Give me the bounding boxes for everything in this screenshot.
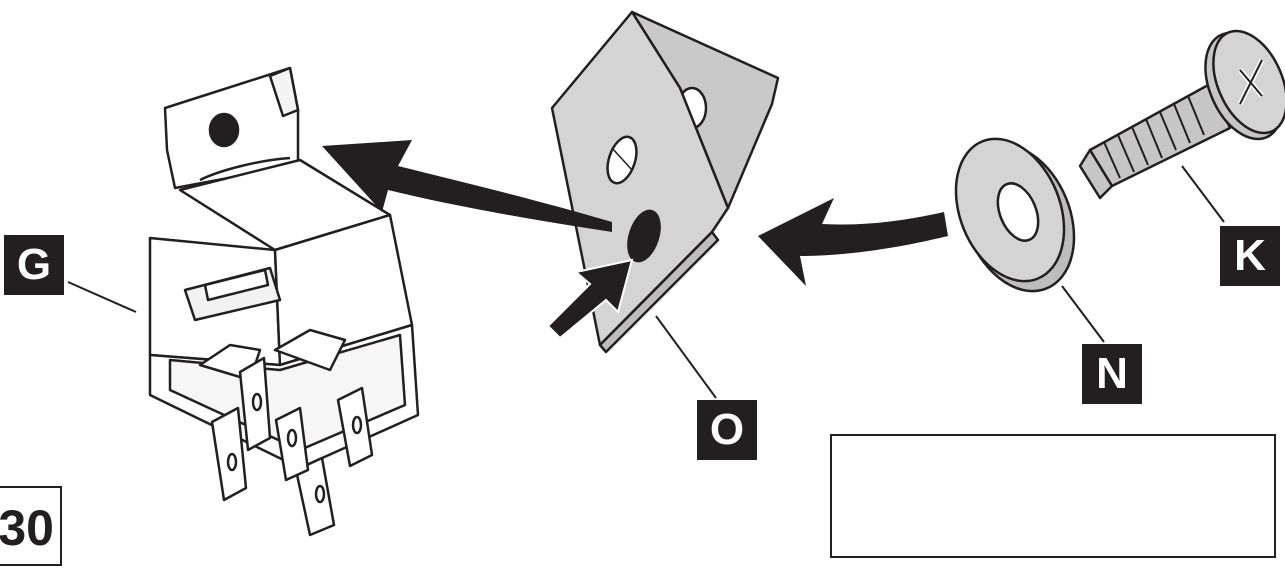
part-label-g: G xyxy=(4,235,64,295)
arrow-to-bracket xyxy=(758,198,948,286)
washer-illustration xyxy=(936,123,1095,308)
part-label-n: N xyxy=(1082,344,1142,404)
part-label-o: O xyxy=(697,400,757,460)
screw-illustration xyxy=(1080,20,1285,198)
leader-line-n xyxy=(1062,286,1104,342)
tool-requirement-box xyxy=(830,434,1276,558)
leader-line-k xyxy=(1182,166,1224,222)
leader-line-o xyxy=(656,316,716,398)
part-label-k: K xyxy=(1220,226,1280,286)
step-number-box: 30 xyxy=(0,486,62,566)
relay-illustration xyxy=(150,68,418,535)
leader-line-g xyxy=(68,282,136,312)
relay-tab-hole xyxy=(210,114,238,146)
